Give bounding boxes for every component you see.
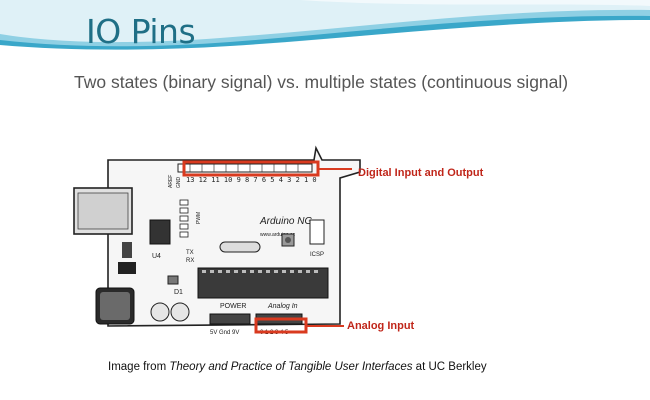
analog-input-callout: Analog Input [347,320,415,332]
power-pin-labels: 5V Gnd 9V [210,330,239,336]
arduino-board-illustration: 13 12 11 10 9 8 7 6 5 4 3 2 1 0 AREF GND… [73,140,361,336]
small-component [122,242,132,258]
board-outline [106,140,360,156]
board-url: www.arduino.cc [260,232,296,238]
slide-title: IO Pins [86,12,196,51]
capacitor-left [150,302,170,322]
power-header [209,313,251,325]
digital-pin-numbers: 13 12 11 10 9 8 7 6 5 4 3 2 1 0 [186,176,317,184]
aref-label: AREF [168,175,174,188]
digital-io-callout: Digital Input and Output [358,167,484,179]
digital-header [177,163,313,173]
power-label: POWER [220,303,246,310]
diode [167,275,179,285]
d1-label: D1 [174,289,183,296]
u4-label: U4 [152,253,161,260]
header-wave-decoration [0,0,650,50]
slide-subtitle: Two states (binary signal) vs. multiple … [74,72,569,92]
gnd-label: GND [176,177,182,189]
caption-suffix: at UC Berkley [412,361,487,373]
regulator-chip [149,219,171,245]
caption-work-title: Theory and Practice of Tangible User Int… [169,361,413,373]
capacitor-right [170,302,190,322]
image-credit-caption: Image from Theory and Practice of Tangib… [108,361,487,373]
board-name: Arduino NG [259,216,312,227]
caption-prefix: Image from [108,361,170,373]
pwm-label: PWM [196,212,202,224]
rx-label: RX [186,258,194,264]
analog-in-label: Analog In [267,303,298,310]
tx-label: TX [186,250,194,256]
crystal [219,241,261,253]
icsp-label: ICSP [310,252,324,258]
icsp-header [309,219,325,245]
